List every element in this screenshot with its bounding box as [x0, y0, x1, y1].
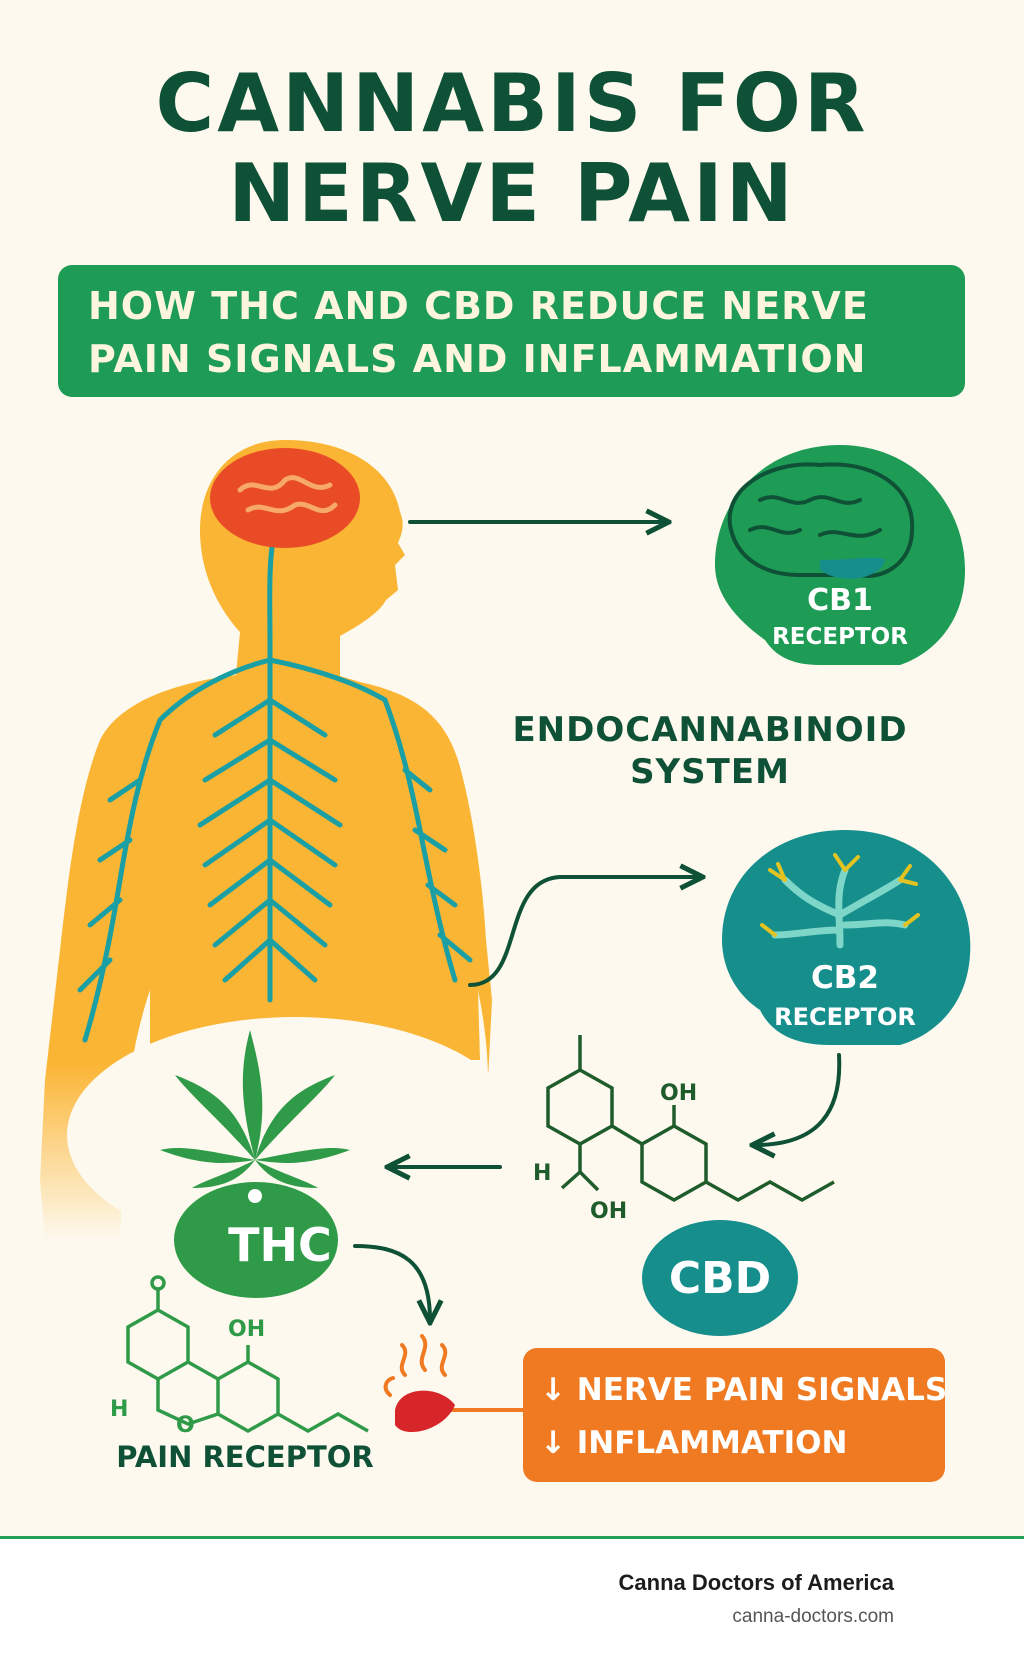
cbd-badge [642, 1220, 798, 1336]
page-title-line2: NERVE PAIN [228, 147, 796, 240]
arrow-cb2-to-cbd [755, 1053, 842, 1145]
arrow-to-cb2 [468, 877, 700, 987]
cbd-oh-bottom: OH [590, 1199, 627, 1224]
thc-oh: OH [228, 1317, 265, 1342]
footer [0, 1539, 1024, 1666]
immune-cell-icon [760, 853, 920, 949]
cb1-label: CB1 [807, 583, 873, 618]
subtitle-banner [58, 265, 965, 397]
effect-inflammation: ↓ INFLAMMATION [540, 1425, 848, 1461]
subtitle-line2: PAIN SIGNALS AND INFLAMMATION [88, 337, 867, 381]
endocannabinoid-label-line2: SYSTEM [630, 752, 790, 792]
effects-box [523, 1348, 945, 1482]
nerve-ending-icon [383, 1334, 530, 1433]
effect-nerve-pain-signals: ↓ NERVE PAIN SIGNALS [540, 1372, 948, 1408]
thc-molecule-icon [126, 1275, 369, 1434]
pain-receptor-label: PAIN RECEPTOR [116, 1440, 374, 1474]
cb1-receptor-badge [715, 445, 965, 665]
thc-badge [174, 1182, 338, 1298]
brain-illustration [210, 448, 360, 548]
cb2-receptor-badge [722, 830, 971, 1045]
cb2-receptor-label: RECEPTOR [774, 1003, 916, 1031]
thc-seed [248, 1189, 262, 1203]
flow-arrows [353, 522, 842, 1320]
cb1-receptor-label: RECEPTOR [772, 624, 908, 650]
thc-label: THC [228, 1218, 332, 1272]
cannabis-leaf-icon [160, 1030, 350, 1188]
cbd-oh-top: OH [660, 1081, 697, 1106]
pelvis-cutout [67, 1017, 523, 1253]
footer-brand: Canna Doctors of America [618, 1570, 894, 1595]
subtitle-line1: HOW THC AND CBD REDUCE NERVE [88, 284, 869, 328]
human-body-illustration [40, 440, 523, 1253]
nervous-system [77, 527, 473, 1043]
footer-divider [0, 1536, 1024, 1539]
cbd-molecule-icon [546, 1035, 835, 1203]
page-title-line1: CANNABIS FOR [155, 57, 869, 150]
cbd-label: CBD [668, 1253, 772, 1304]
brain-icon [727, 462, 915, 579]
thc-h: H [110, 1397, 128, 1422]
arrow-thc-to-pain [353, 1244, 430, 1320]
endocannabinoid-label-line1: ENDOCANNABINOID [512, 710, 908, 750]
cbd-h: H [533, 1161, 551, 1186]
thc-o: O [176, 1413, 195, 1438]
footer-website-link[interactable]: canna-doctors.com [732, 1606, 894, 1627]
cb2-label: CB2 [811, 960, 879, 996]
